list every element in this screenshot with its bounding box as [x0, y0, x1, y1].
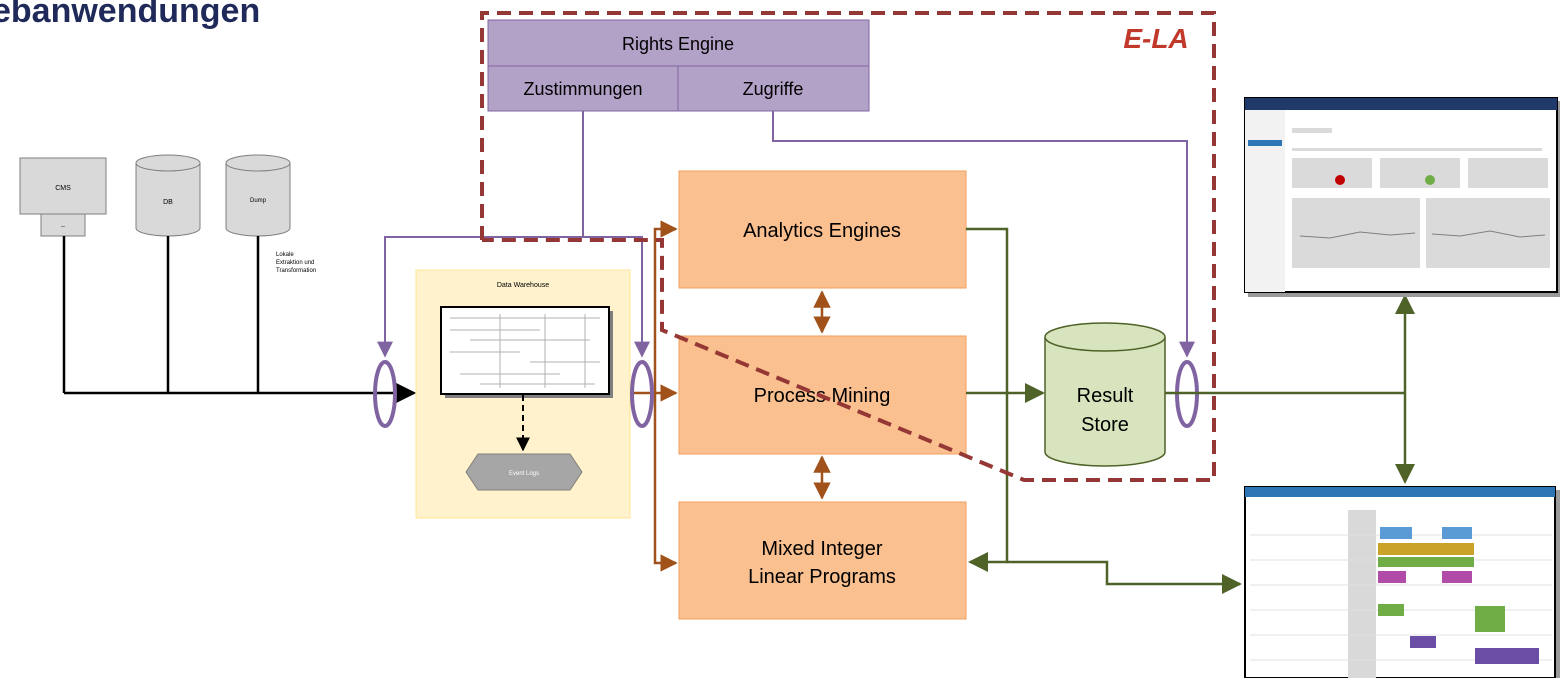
- page-title: ebanwendungen: [0, 0, 260, 30]
- result-flow-lines: [966, 227, 1415, 594]
- schedule-screenshot: [1244, 486, 1560, 678]
- milp-label-line2: Linear Programs: [748, 566, 896, 588]
- result-store: Result Store: [1044, 322, 1166, 467]
- cms-sub-label: --: [61, 224, 65, 230]
- data-warehouse: Data Warehouse Event Logs: [415, 269, 631, 519]
- dump-cylinder: Dump: [225, 154, 291, 237]
- ela-logo: E-LA: [1112, 23, 1200, 54]
- source-lines: [62, 236, 417, 405]
- svg-text:Extraktion und: Extraktion und: [276, 260, 314, 266]
- local-extraction-note: Lokale Extraktion und Transformation: [276, 252, 316, 274]
- dump-label: Dump: [250, 198, 267, 204]
- cms-server: CMS --: [19, 157, 107, 237]
- db-label: DB: [163, 199, 173, 206]
- rights-engine-title: Rights Engine: [622, 34, 734, 54]
- trust-boundary: [480, 11, 1216, 482]
- result-store-label-line2: Store: [1081, 414, 1129, 436]
- warehouse-schema-thumbnail: [450, 314, 600, 388]
- rights-engine: Rights Engine Zustimmungen Zugriffe: [487, 19, 870, 112]
- svg-text:Transformation: Transformation: [276, 268, 316, 274]
- analytics-engines-label: Analytics Engines: [743, 220, 901, 242]
- cms-label: CMS: [55, 185, 71, 192]
- gate-warehouse-output: [630, 360, 654, 428]
- event-logs-label: Event Logs: [509, 471, 539, 477]
- dashboard-screenshot: [1244, 97, 1560, 297]
- analytics-engines-box: Analytics Engines: [678, 170, 967, 289]
- svg-text:E-LA: E-LA: [1123, 23, 1188, 54]
- milp-label-line1: Mixed Integer: [761, 538, 883, 560]
- rights-engine-consents: Zustimmungen: [523, 79, 642, 99]
- db-cylinder: DB: [135, 154, 201, 237]
- data-warehouse-label: Data Warehouse: [497, 282, 549, 289]
- milp-box: Mixed Integer Linear Programs: [678, 501, 967, 620]
- result-store-label-line1: Result: [1077, 385, 1134, 407]
- rights-engine-accesses: Zugriffe: [743, 79, 804, 99]
- gate-warehouse-input: [373, 360, 397, 428]
- svg-text:Lokale: Lokale: [276, 252, 294, 258]
